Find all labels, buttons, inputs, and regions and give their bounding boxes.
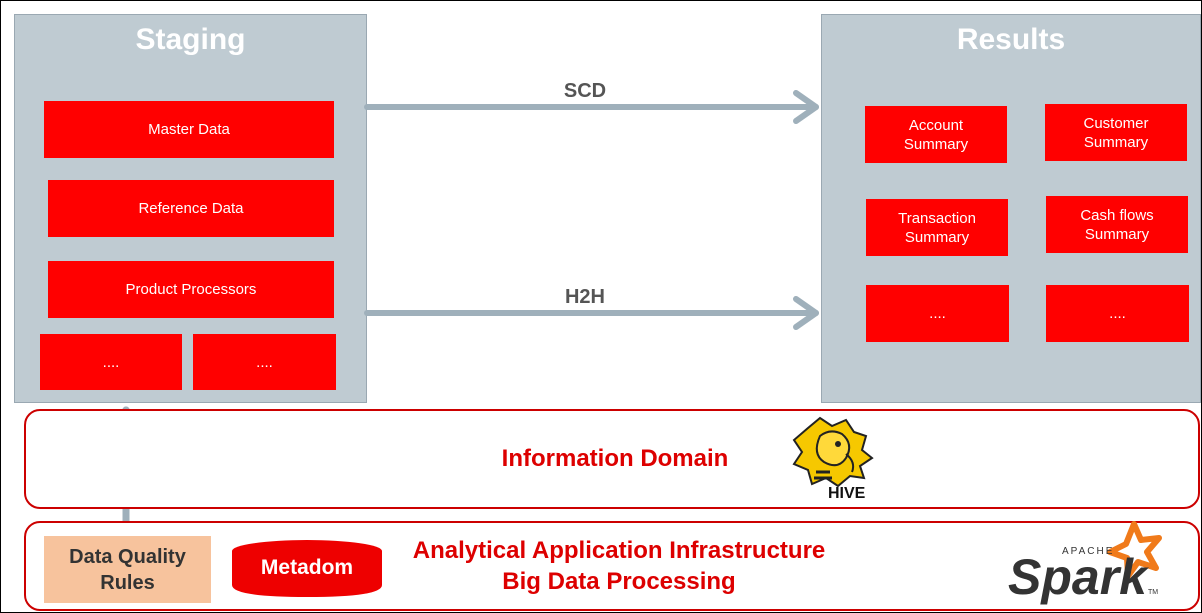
svg-text:TM: TM — [1148, 589, 1158, 596]
data-quality-rules-box: Data Quality Rules — [44, 536, 211, 603]
results-box-cash-flows-summary: Cash flows Summary — [1046, 196, 1188, 253]
staging-box-master-data: Master Data — [44, 101, 334, 158]
information-domain-band — [24, 409, 1200, 509]
metadom-label: Metadom — [260, 556, 354, 579]
results-box-customer-summary: Customer Summary — [1045, 104, 1187, 161]
results-box-account-summary: Account Summary — [865, 106, 1007, 163]
results-title: Results — [956, 23, 1066, 56]
infrastructure-line1: Analytical Application Infrastructure — [412, 537, 826, 564]
svg-text:Spark: Spark — [1008, 549, 1149, 605]
svg-text:HIVE: HIVE — [828, 485, 866, 502]
hive-logo: HIVE — [780, 414, 884, 504]
staging-box-reference-data: Reference Data — [48, 180, 334, 237]
infrastructure-band — [24, 521, 1200, 611]
results-box-transaction-summary: Transaction Summary — [866, 199, 1008, 256]
metadom-cylinder: Metadom — [228, 537, 386, 599]
scd-label: SCD — [563, 80, 607, 102]
results-box-more-1: .... — [866, 285, 1009, 342]
staging-box-more-1: .... — [40, 334, 182, 390]
infrastructure-line2: Big Data Processing — [502, 568, 736, 595]
h2h-arrowhead — [793, 296, 819, 330]
svg-text:APACHE: APACHE — [1062, 546, 1114, 557]
results-box-more-2: .... — [1046, 285, 1189, 342]
h2h-label: H2H — [564, 286, 605, 308]
staging-box-more-2: .... — [193, 334, 336, 390]
spark-logo: APACHE Spark TM — [1004, 521, 1174, 605]
staging-box-product-processors: Product Processors — [48, 261, 334, 318]
information-domain-label: Information Domain — [501, 445, 729, 472]
scd-arrowhead — [793, 90, 819, 124]
staging-title: Staging — [135, 23, 246, 56]
